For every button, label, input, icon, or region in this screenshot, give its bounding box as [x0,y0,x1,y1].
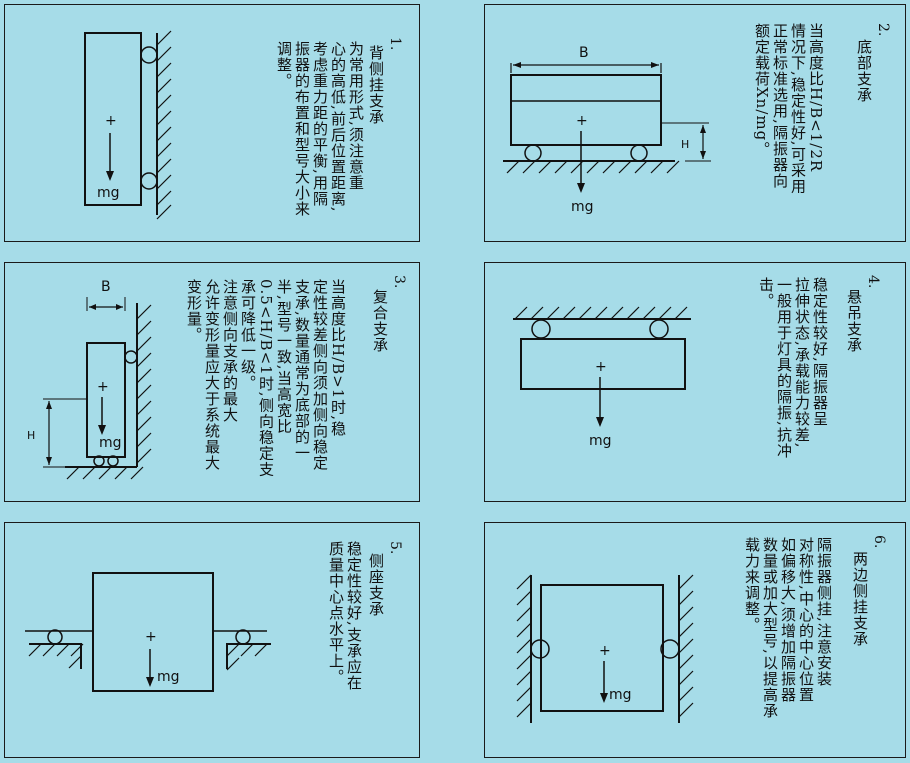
floor-hatch [66,466,144,480]
force-label: mg [157,669,180,685]
isolator-right [649,319,669,339]
diagram-bottom-support: B H + mg [503,45,711,215]
force-label: mg [97,185,120,201]
isolator-right [630,144,648,162]
width-label: B [101,279,111,295]
panel-title: 底部支承 [855,39,873,103]
panel-title: 侧座支承 [367,553,385,617]
panel-number: 1. [387,37,403,51]
diagram-side-seat-support: + mg [25,572,271,692]
right-support [226,643,271,669]
height-label: H [681,138,689,151]
diagram-composite-support: B H + mg [27,279,152,480]
isolator-right [235,629,251,645]
cg-mark: + [595,359,607,375]
cg-mark: + [145,629,157,645]
right-wall-hatch [678,574,694,718]
panel-suspension-support: + mg 4. 悬吊支承 稳定性较好,隔振器呈 拉伸状态,承载能力较差, 一般用… [484,262,906,502]
cg-mark: + [105,113,117,129]
force-label: mg [609,687,632,703]
support-hatch [28,643,268,671]
panel-number: 2. [875,23,891,37]
panel-title: 悬吊支承 [845,289,863,353]
floor-hatch [506,160,680,174]
equipment-body [510,74,662,146]
left-wall-hatch [516,574,532,718]
force-label: mg [589,433,612,449]
panel-number: 6. [871,535,887,549]
force-label: mg [99,435,122,451]
panel-title: 复合支承 [371,289,389,353]
panel-double-side-hanging: + mg 6. 两边侧挂支承 隔振器侧挂,注意安装 对称性,中心的中心位置 如偏… [484,522,906,758]
panel-back-hanging: + mg 1. 背侧挂支承 为常用形式,须注意重 心的高低,前后位置距离, 考虑… [4,4,420,242]
panel-title: 两边侧挂支承 [851,551,869,647]
panel-description: 隔振器侧挂,注意安装 对称性,中心的中心位置 如偏移大,须增加隔振器 数量或加大… [743,537,833,719]
left-support [29,643,82,669]
panel-description: 稳定性较好,支承应在 质量中心点水平上。 [327,541,363,691]
cg-mark: + [599,643,611,659]
diagram-suspension-support: + mg [513,306,691,449]
panel-title: 背侧挂支承 [367,45,385,125]
isolator-left [531,319,551,339]
arrow-head [106,171,114,181]
panel-description: 当高度比H/B<1/2R 情况下,稳定性好,可采用 正常标准选用,隔振器向 额定… [753,23,825,195]
isolator-right [660,639,680,659]
isolator-side [124,350,138,364]
panel-composite-support: B H + mg 3. 复合支承 当高度比H/B>1时,稳 定性较差侧向须加 [4,262,420,502]
force-label: mg [571,199,594,215]
panel-number: 5. [387,541,403,555]
cg-mark: + [97,379,109,395]
diagram-back-hanging: + mg [84,30,172,220]
wall-hatch [136,304,152,464]
panel-description: 稳定性较好,隔振器呈 拉伸状态,承载能力较差, 一般用于灯具的隔振,抗冲 击。 [757,277,829,459]
ceiling-hatch [514,306,688,320]
diagram-double-side-hanging: + mg [516,574,694,723]
wall-hatch [156,30,172,220]
isolator-top [140,46,158,64]
equipment-body [520,338,686,390]
cg-mark: + [576,113,588,129]
equipment-body [92,572,214,692]
panel-bottom-support: B H + mg 2. 底部支承 当高度比H/B<1/2R 情况下,稳定性好,可… [484,4,906,242]
isolator-left [524,144,542,162]
panel-number: 4. [865,275,881,289]
panel-number: 3. [391,275,407,289]
width-label: B [579,45,589,61]
isolator-bottom [140,172,158,190]
isolator-left [47,629,63,645]
equipment-body [540,584,664,712]
panel-description: 当高度比H/B>1时,稳 定性较差侧向须加侧向稳定 支承,数量通常为底部的一 半… [185,279,347,478]
equipment-body [84,32,142,206]
panel-description: 为常用形式,须注意重 心的高低,前后位置距离, 考虑重力距的平衡,用隔 振器的布… [275,41,365,217]
panel-side-seat-support: + mg 5. 侧座支承 稳定性较好,支承应在 质量中心点水平上。 [4,522,420,758]
height-label: H [27,429,35,442]
equipment-body [86,342,126,458]
